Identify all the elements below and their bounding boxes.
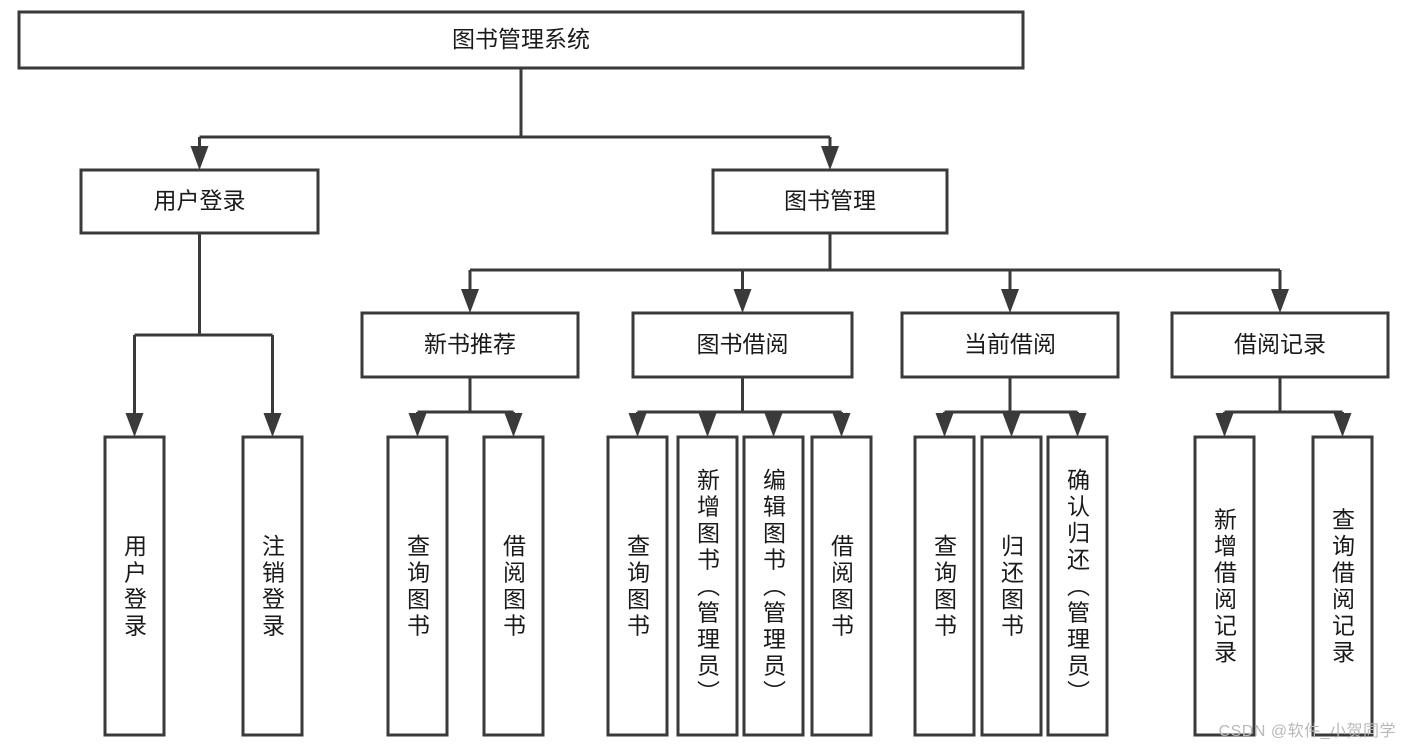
node-leaf-query-book-current[interactable]: 查询图书 xyxy=(913,435,976,737)
node-leaf-add-borrow-record-box[interactable] xyxy=(1193,435,1256,737)
node-book-borrow-box[interactable] xyxy=(631,311,854,379)
node-book-borrow-label: 图书借阅 xyxy=(697,331,789,357)
node-leaf-user-login[interactable]: 用户登录 xyxy=(103,435,166,737)
node-leaf-logout-login[interactable]: 注销登录 xyxy=(241,435,304,737)
arrowhead-icon xyxy=(628,413,647,437)
node-leaf-query-borrow-record[interactable]: 查询借阅记录 xyxy=(1311,435,1374,737)
node-root-box[interactable] xyxy=(17,10,1025,70)
node-leaf-confirm-return-admin-box[interactable] xyxy=(1046,435,1109,737)
node-book-borrow[interactable]: 图书借阅 xyxy=(631,311,854,379)
node-leaf-query-borrow-record-label: 查询借阅记录 xyxy=(1332,507,1355,666)
node-leaf-query-book-borrow[interactable]: 查询图书 xyxy=(606,435,669,737)
node-current-borrow-label: 当前借阅 xyxy=(964,331,1056,357)
node-leaf-return-book-box[interactable] xyxy=(980,435,1043,737)
node-leaf-borrow-book-rec-label: 借阅图书 xyxy=(503,533,526,639)
arrowhead-icon xyxy=(461,289,479,313)
node-leaf-user-login-label: 用户登录 xyxy=(124,533,147,639)
node-borrow-record-box[interactable] xyxy=(1170,311,1390,379)
node-leaf-add-borrow-record[interactable]: 新增借阅记录 xyxy=(1193,435,1256,737)
arrowhead-icon xyxy=(1068,413,1087,437)
node-leaf-query-book-rec[interactable]: 查询图书 xyxy=(386,435,449,737)
node-leaf-borrow-book-rec-box[interactable] xyxy=(482,435,545,737)
node-leaf-confirm-return-admin-label: 确认归还︵管理员︶ xyxy=(1067,467,1090,705)
arrowhead-icon xyxy=(832,413,851,437)
arrowhead-icon xyxy=(263,413,282,437)
node-book-manage-label: 图书管理 xyxy=(784,188,876,214)
node-leaf-user-login-box[interactable] xyxy=(103,435,166,737)
node-leaf-borrow-book-label: 借阅图书 xyxy=(831,533,854,639)
node-leaf-logout-login-label: 注销登录 xyxy=(262,533,285,639)
node-leaf-edit-book-admin-box[interactable] xyxy=(742,435,805,737)
arrowhead-icon xyxy=(1001,289,1019,313)
node-leaf-return-book[interactable]: 归还图书 xyxy=(980,435,1043,737)
node-borrow-record-label: 借阅记录 xyxy=(1234,331,1326,357)
arrowhead-icon xyxy=(764,413,783,437)
node-user-login-box[interactable] xyxy=(79,168,320,235)
node-book-manage[interactable]: 图书管理 xyxy=(711,168,949,235)
node-root[interactable]: 图书管理系统 xyxy=(17,10,1025,70)
node-leaf-query-book-borrow-box[interactable] xyxy=(606,435,669,737)
node-leaf-add-book-admin[interactable]: 新增图书︵管理员︶ xyxy=(676,435,739,737)
node-leaf-borrow-book[interactable]: 借阅图书 xyxy=(810,435,873,737)
node-leaf-return-book-label: 归还图书 xyxy=(1001,533,1024,639)
arrowhead-icon xyxy=(935,413,954,437)
node-leaf-query-borrow-record-box[interactable] xyxy=(1311,435,1374,737)
node-leaf-logout-login-box[interactable] xyxy=(241,435,304,737)
node-leaf-confirm-return-admin[interactable]: 确认归还︵管理员︶ xyxy=(1046,435,1109,737)
node-leaf-edit-book-admin[interactable]: 编辑图书︵管理员︶ xyxy=(742,435,805,737)
arrowhead-icon xyxy=(190,146,209,170)
node-new-book-recommend-label: 新书推荐 xyxy=(424,331,516,357)
node-leaf-add-borrow-record-label: 新增借阅记录 xyxy=(1214,507,1237,666)
node-borrow-record[interactable]: 借阅记录 xyxy=(1170,311,1390,379)
node-book-manage-box[interactable] xyxy=(711,168,949,235)
arrowhead-icon xyxy=(821,146,839,170)
node-leaf-query-book-rec-label: 查询图书 xyxy=(407,533,430,639)
node-new-book-recommend-box[interactable] xyxy=(360,311,580,379)
edges-layer xyxy=(125,68,1352,437)
node-leaf-borrow-book-box[interactable] xyxy=(810,435,873,737)
arrowhead-icon xyxy=(1215,413,1234,437)
node-new-book-recommend[interactable]: 新书推荐 xyxy=(360,311,580,379)
arrowhead-icon xyxy=(733,289,752,313)
node-leaf-borrow-book-rec[interactable]: 借阅图书 xyxy=(482,435,545,737)
arrowhead-icon xyxy=(408,413,427,437)
node-leaf-query-book-current-label: 查询图书 xyxy=(934,533,957,639)
node-current-borrow-box[interactable] xyxy=(900,311,1120,379)
node-user-login[interactable]: 用户登录 xyxy=(79,168,320,235)
nodes-layer: 图书管理系统用户登录图书管理新书推荐图书借阅当前借阅借阅记录用户登录注销登录查询… xyxy=(17,10,1390,737)
node-root-label: 图书管理系统 xyxy=(452,26,590,52)
node-leaf-add-book-admin-box[interactable] xyxy=(676,435,739,737)
node-leaf-add-book-admin-label: 新增图书︵管理员︶ xyxy=(697,467,720,705)
node-user-login-label: 用户登录 xyxy=(154,188,246,214)
arrowhead-icon xyxy=(1271,289,1289,313)
node-leaf-edit-book-admin-label: 编辑图书︵管理员︶ xyxy=(763,467,786,705)
arrowhead-icon xyxy=(698,413,717,437)
arrowhead-icon xyxy=(1002,413,1021,437)
node-leaf-query-book-rec-box[interactable] xyxy=(386,435,449,737)
arrowhead-icon xyxy=(1333,413,1352,437)
node-leaf-query-book-current-box[interactable] xyxy=(913,435,976,737)
arrowhead-icon xyxy=(504,413,523,437)
arrowhead-icon xyxy=(125,413,144,437)
node-current-borrow[interactable]: 当前借阅 xyxy=(900,311,1120,379)
node-leaf-query-book-borrow-label: 查询图书 xyxy=(627,533,650,639)
